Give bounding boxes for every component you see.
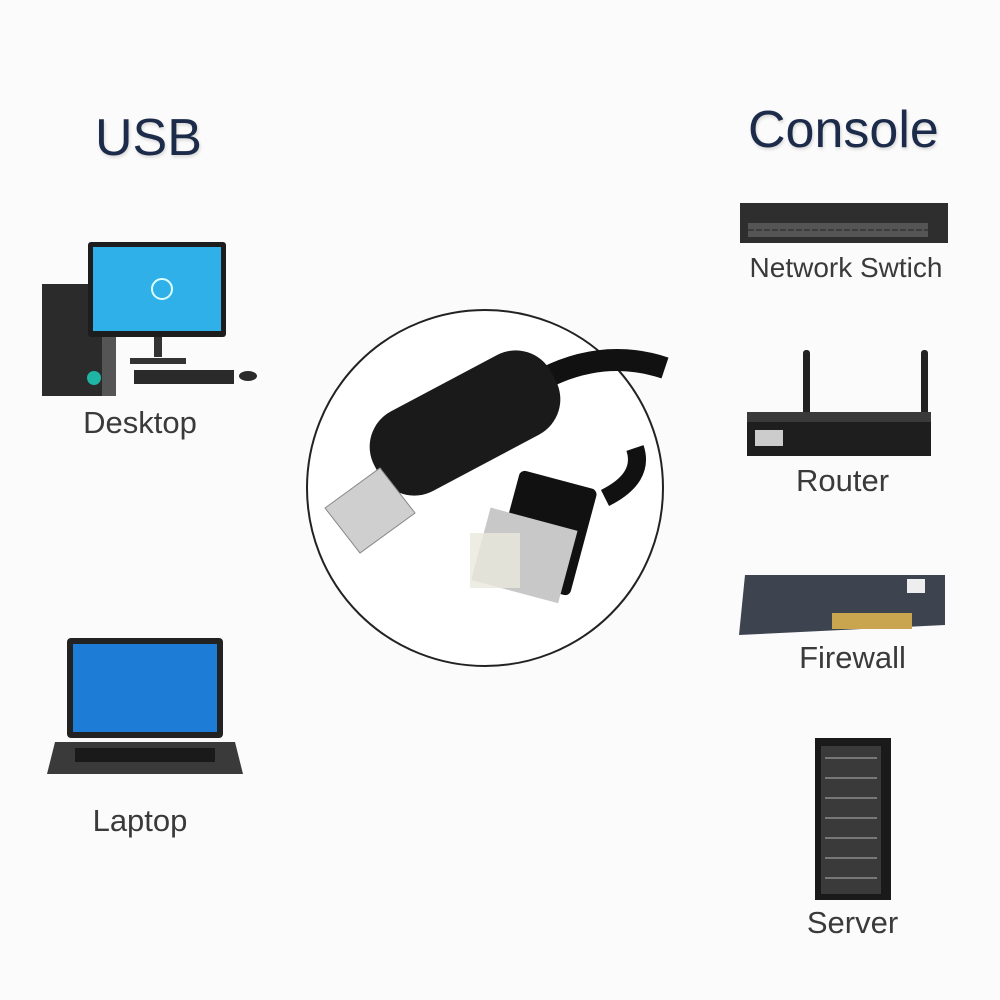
laptop-label: Laptop: [92, 803, 188, 838]
usb-console-cable-image: [305, 308, 670, 673]
network-switch-icon: [740, 203, 948, 245]
desktop-computer-icon: [42, 242, 267, 402]
desktop-label: Desktop: [83, 405, 197, 440]
server-label: Server: [806, 905, 899, 940]
console-title: Console: [748, 101, 939, 159]
usb-title: USB: [95, 109, 202, 167]
laptop-icon: [45, 638, 245, 778]
router-icon: [745, 348, 935, 458]
network-switch-label: Network Swtich: [749, 252, 943, 283]
firewall-icon: [737, 575, 947, 637]
firewall-label: Firewall: [799, 640, 906, 675]
server-icon: [815, 738, 895, 903]
router-label: Router: [795, 463, 890, 498]
